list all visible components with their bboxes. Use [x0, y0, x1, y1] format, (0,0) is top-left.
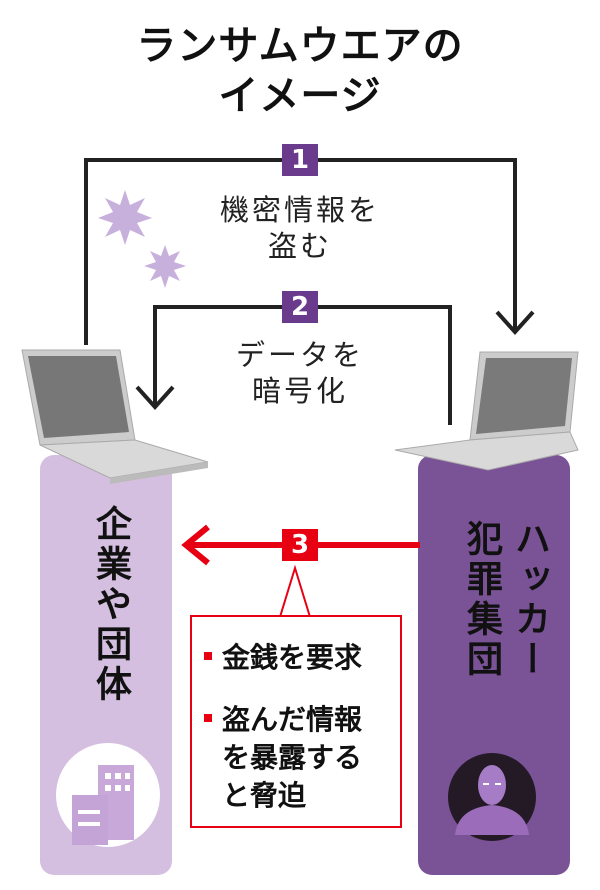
step-1-caption-line-2: 盗む	[267, 229, 332, 263]
step-2-caption-line-1: データを	[235, 338, 364, 372]
title-line-2: イメージ	[218, 73, 382, 119]
step-2-badge: 2	[282, 291, 318, 323]
victim-laptop-icon	[21, 349, 209, 484]
step-1-caption-line-1: 機密情報を	[219, 193, 380, 227]
demand-item-2-line-3: と脅迫	[222, 779, 307, 812]
attacker-label-col-1: ハッカー	[509, 520, 550, 680]
attacker-laptop-icon	[394, 351, 579, 471]
hacker-icon	[448, 753, 536, 841]
building-icon	[56, 743, 160, 847]
bullet-icon	[204, 651, 212, 660]
bullet-icon	[204, 713, 212, 722]
demand-item-2-line-2: を暴露する	[222, 741, 363, 774]
starburst-icon	[98, 190, 186, 288]
title-line-1: ランサムウエアの	[136, 23, 464, 69]
step-2-caption-line-2: 暗号化	[251, 374, 348, 408]
step-3-badge: 3	[282, 529, 318, 561]
demand-item-2-line-1: 盗んだ情報	[204, 701, 362, 739]
step-1-badge: 1	[282, 144, 318, 176]
demand-item-1: 金銭を要求	[204, 639, 362, 677]
victim-label: 企業や団体	[90, 505, 131, 705]
callout-pointer	[279, 564, 311, 618]
demands-callout: 金銭を要求 盗んだ情報 を暴露する と脅迫	[190, 615, 402, 828]
attacker-label-col-2: 犯罪集団	[461, 520, 502, 680]
